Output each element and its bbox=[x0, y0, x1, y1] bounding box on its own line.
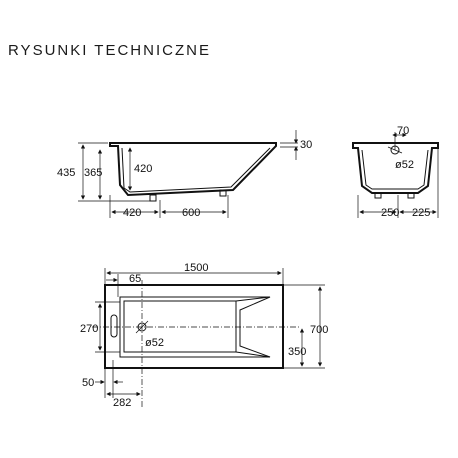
dim-282: 282 bbox=[113, 397, 131, 409]
dim-270: 270 bbox=[80, 323, 98, 335]
dim-1500: 1500 bbox=[184, 262, 208, 274]
dim-50: 50 bbox=[82, 377, 94, 389]
dim-435: 435 bbox=[57, 167, 75, 179]
dim-225: 225 bbox=[412, 207, 430, 219]
dim-250: 250 bbox=[381, 207, 399, 219]
dim-420-depth: 420 bbox=[134, 163, 152, 175]
end-view: 70 ø52 250 225 bbox=[352, 125, 439, 219]
dim-30: 30 bbox=[300, 139, 312, 151]
dim-top-drain-diameter: ø52 bbox=[145, 337, 164, 349]
dim-70: 70 bbox=[397, 125, 409, 137]
dim-600: 600 bbox=[182, 207, 200, 219]
side-view: 435 365 420 30 420 600 bbox=[57, 130, 312, 219]
dim-350: 350 bbox=[288, 346, 306, 358]
dim-65: 65 bbox=[129, 273, 141, 285]
dim-365: 365 bbox=[84, 167, 102, 179]
top-view: 1500 65 700 350 270 ø52 50 282 bbox=[80, 262, 328, 409]
dim-drain-diameter: ø52 bbox=[395, 159, 414, 171]
dim-700: 700 bbox=[310, 324, 328, 336]
dim-420-length: 420 bbox=[123, 207, 141, 219]
page-title: RYSUNKI TECHNICZNE bbox=[8, 42, 211, 59]
